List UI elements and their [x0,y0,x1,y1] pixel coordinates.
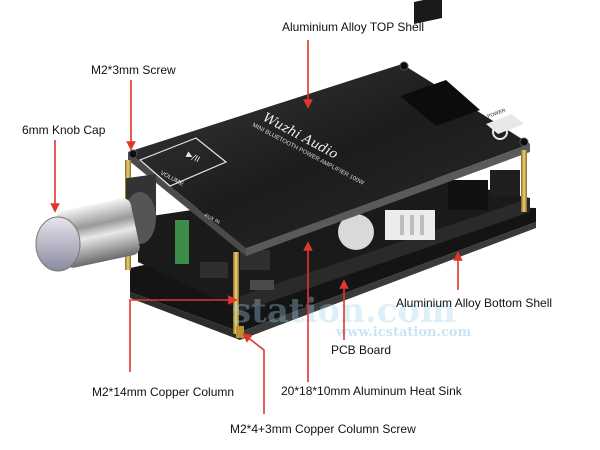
capacitor-top [338,214,374,250]
label-column-screw: M2*4+3mm Copper Column Screw [230,422,416,436]
label-top-shell: Aluminium Alloy TOP Shell [282,20,425,34]
top-cutout [400,80,480,126]
knob-assembly [35,174,156,272]
arrow-column-screw [242,333,265,414]
label-heat-sink: 20*18*10mm Aluminum Heat Sink [281,384,462,398]
knob-cap [35,216,81,272]
green-terminal [175,220,189,264]
column-screw-head [236,326,244,338]
copper-column-front [233,252,239,334]
label-copper-column: M2*14mm Copper Column [92,385,235,399]
label-pcb-board: PCB Board [331,343,392,357]
top-shell [128,0,530,256]
arrow-copper-column [129,295,238,372]
label-knob-cap: 6mm Knob Cap [22,123,106,137]
label-screw-top: M2*3mm Screw [91,63,176,77]
callout-arrows [50,40,463,414]
copper-column-right [521,150,527,212]
top-screw-right [519,137,529,147]
watermark-url: www.icstation.com [335,325,472,340]
top-screw-back [399,61,409,71]
top-screw-front [128,149,138,159]
label-bottom-shell: Aluminium Alloy Bottom Shell [396,296,553,310]
aux-jack [490,170,520,196]
power-jack [448,180,488,210]
volume-panel [138,137,228,187]
